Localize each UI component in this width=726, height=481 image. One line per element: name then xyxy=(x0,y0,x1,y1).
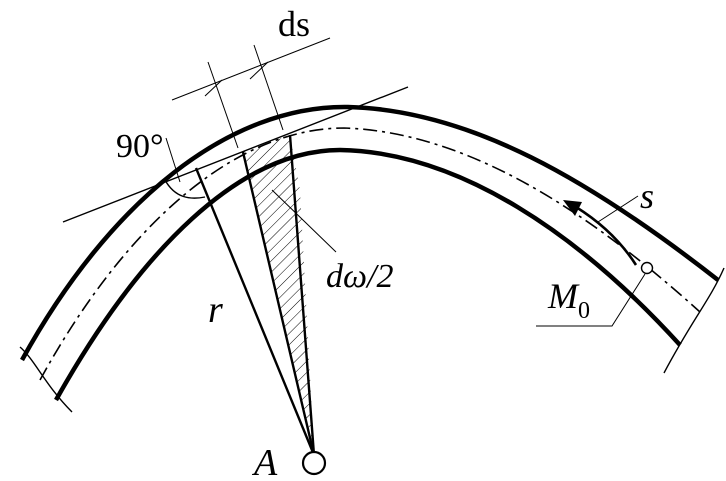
s-arrowhead xyxy=(563,200,582,216)
m0-leader xyxy=(536,273,646,327)
m0-label-main: M xyxy=(547,276,580,316)
radius-line-right xyxy=(288,134,316,456)
a-label: A xyxy=(251,442,278,481)
right-angle-marker xyxy=(164,179,206,199)
hatched-sector xyxy=(243,135,314,450)
inner-wall xyxy=(54,147,682,402)
m0-label: M0 xyxy=(547,276,590,324)
s-label: s xyxy=(640,176,654,216)
right-break-mark xyxy=(663,267,725,374)
ds-dimension-line xyxy=(171,37,331,101)
r-label: r xyxy=(208,289,223,331)
outer-wall xyxy=(20,104,720,362)
d-omega-label: dω/2 xyxy=(326,258,393,295)
radius-line-left xyxy=(241,151,316,456)
ds-tick-right xyxy=(249,61,269,80)
centerline xyxy=(39,127,701,381)
point-a xyxy=(301,450,327,476)
d-omega-leader xyxy=(271,189,337,253)
s-arrow-line xyxy=(575,205,638,266)
m0-label-sub: 0 xyxy=(578,298,590,324)
left-break-mark xyxy=(19,346,73,413)
m0-point xyxy=(640,261,654,275)
ds-tick-left xyxy=(204,79,223,97)
s-leader xyxy=(597,195,639,223)
radius-line-r xyxy=(194,167,316,456)
ds-label: ds xyxy=(278,4,310,44)
tangent-line xyxy=(62,86,409,223)
ds-extension-left xyxy=(207,61,239,149)
right-angle-label: 90° xyxy=(116,128,164,165)
right-angle-leader xyxy=(165,137,181,183)
ds-extension-right xyxy=(253,44,284,131)
